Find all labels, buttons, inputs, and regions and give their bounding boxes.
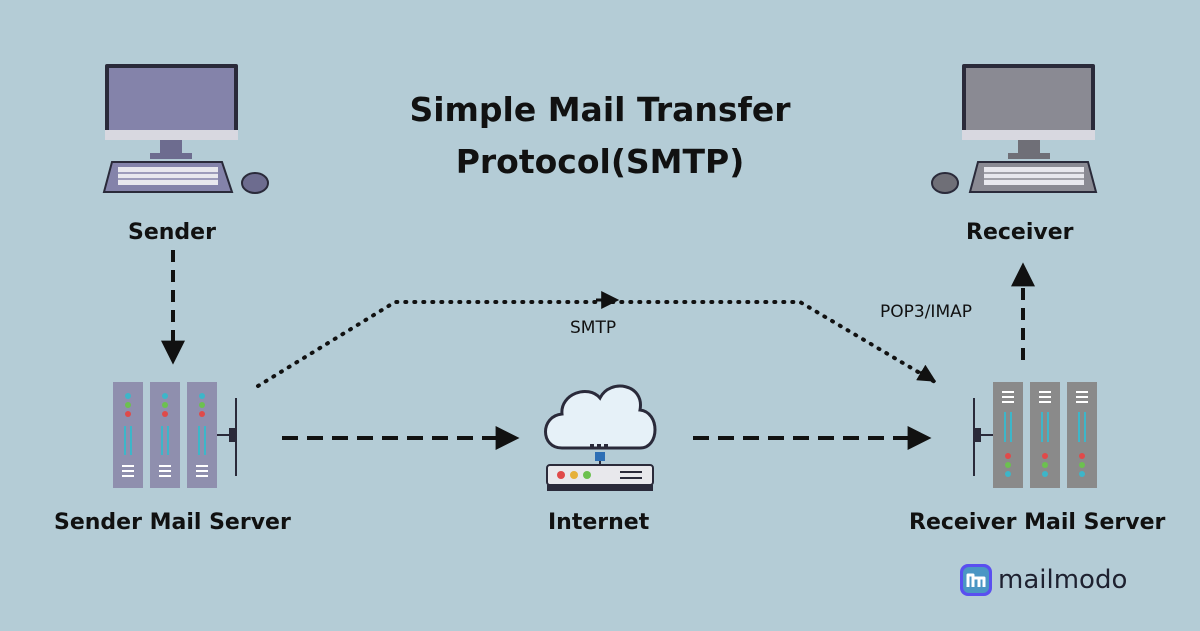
sender-label: Sender (128, 220, 216, 245)
internet-label: Internet (548, 510, 650, 535)
pop3-imap-label: POP3/IMAP (880, 302, 972, 322)
receiver-server-icon (973, 382, 1097, 488)
diagram-title: Simple Mail Transfer Protocol(SMTP) (409, 90, 791, 181)
receiver-label: Receiver (966, 220, 1074, 245)
internet-router-icon (546, 464, 654, 491)
sender-server-label: Sender Mail Server (54, 510, 291, 535)
brand-name: mailmodo (998, 565, 1128, 595)
receiver-server-label: Receiver Mail Server (909, 510, 1166, 535)
smtp-path-line (256, 300, 937, 388)
smtp-label: SMTP (570, 318, 617, 338)
internet-cloud-icon (544, 384, 657, 465)
sender-computer-icon (102, 64, 269, 194)
mailmodo-logo-icon (960, 564, 992, 596)
sender-server-icon (113, 382, 237, 488)
receiver-computer-icon (931, 64, 1098, 194)
smtp-end-arrow (916, 364, 937, 382)
brand-logo: mailmodo (960, 562, 1127, 598)
